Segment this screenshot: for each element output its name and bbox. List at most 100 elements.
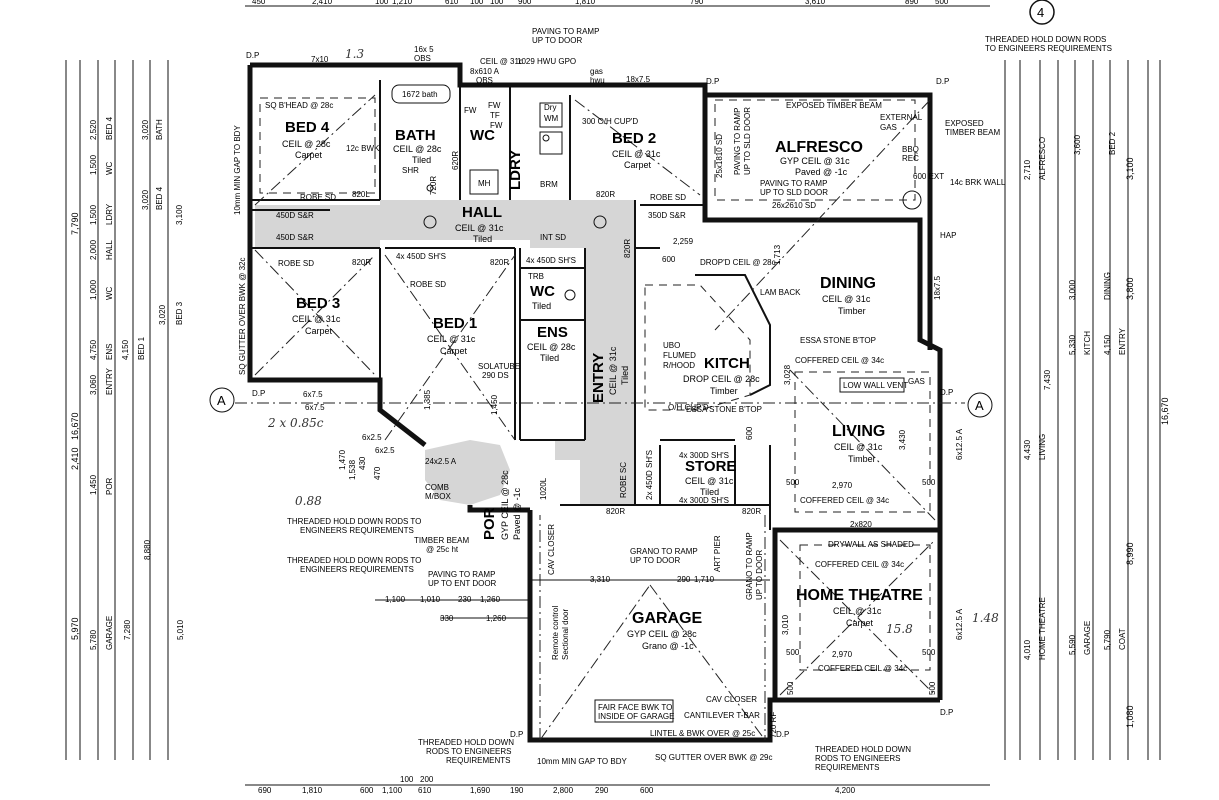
room-ens-name: ENS — [537, 324, 568, 341]
room-ldry-name: LDRY — [507, 150, 524, 190]
dimension-label: HALL — [105, 239, 114, 260]
room-kitch-name: KITCH — [704, 355, 750, 372]
svg-text:COFFERED CEIL @ 34c: COFFERED CEIL @ 34c — [815, 560, 904, 569]
svg-text:2x 450D SH'S: 2x 450D SH'S — [645, 450, 654, 500]
dimension-label: 600 — [640, 786, 654, 795]
dimension-lines — [65, 5, 1161, 786]
svg-text:THREADED HOLD DOWN: THREADED HOLD DOWN — [418, 738, 514, 747]
dimension-label: 4,150 — [121, 339, 130, 360]
room-hall-floor: Tiled — [473, 234, 492, 244]
svg-text:MH: MH — [478, 179, 491, 188]
svg-text:ESSA STONE B'TOP: ESSA STONE B'TOP — [800, 336, 876, 345]
dimension-label: 3,020 — [141, 119, 150, 140]
dimension-label: 5,780 — [89, 629, 98, 650]
svg-text:18x7.5: 18x7.5 — [933, 275, 942, 300]
svg-text:ESSA STONE B'TOP: ESSA STONE B'TOP — [686, 405, 762, 414]
room-store-ceil: CEIL @ 31c — [685, 476, 734, 486]
svg-text:D.P: D.P — [940, 388, 953, 397]
svg-text:820L: 820L — [352, 190, 370, 199]
room-dining-ceil: CEIL @ 31c — [822, 294, 871, 304]
svg-text:4x 450D SH'S: 4x 450D SH'S — [396, 252, 446, 261]
svg-text:TO ENGINEERS REQUIREMENTS: TO ENGINEERS REQUIREMENTS — [985, 44, 1112, 53]
svg-text:D.P: D.P — [776, 730, 789, 739]
dimension-label: 290 — [677, 575, 691, 584]
svg-text:FW: FW — [464, 106, 477, 115]
svg-text:INSIDE OF GARAGE: INSIDE OF GARAGE — [598, 712, 674, 721]
dimension-label: 1,385 — [423, 389, 432, 410]
svg-text:D.P: D.P — [252, 389, 265, 398]
svg-text:HAP: HAP — [940, 231, 956, 240]
svg-text:ROBE SC: ROBE SC — [619, 462, 628, 498]
dimension-label: 7,280 — [123, 619, 132, 640]
dimension-label: 690 — [258, 786, 272, 795]
dimension-label: 1,690 — [470, 786, 491, 795]
svg-text:D.P: D.P — [706, 77, 719, 86]
dimension-label: 500 — [922, 648, 936, 657]
svg-text:CANTILEVER T-BAR: CANTILEVER T-BAR — [684, 711, 760, 720]
section-a-left: A — [217, 393, 226, 408]
dimension-label: 500 — [935, 0, 949, 6]
svg-text:ROBE SD: ROBE SD — [650, 193, 686, 202]
svg-text:10mm MIN GAP TO BDY: 10mm MIN GAP TO BDY — [233, 125, 242, 215]
svg-text:4x 300D SH'S: 4x 300D SH'S — [679, 496, 729, 505]
room-entry-ceil: CEIL @ 31c — [608, 346, 618, 395]
room-store-floor: Tiled — [700, 487, 719, 497]
svg-text:UP TO DOOR: UP TO DOOR — [755, 550, 764, 600]
svg-text:1.3: 1.3 — [345, 47, 364, 61]
room-entry-name: ENTRY — [590, 353, 607, 403]
dimension-label: 2,410 — [312, 0, 333, 6]
ceiling-lines — [254, 94, 936, 741]
svg-text:4x 300D SH'S: 4x 300D SH'S — [679, 451, 729, 460]
dimension-label: 1,100 — [382, 786, 403, 795]
dimension-label: 2,259 — [673, 237, 694, 246]
svg-text:TIMBER BEAM: TIMBER BEAM — [945, 128, 1000, 137]
svg-text:COMB: COMB — [425, 483, 449, 492]
room-por-ceil: GYP CEIL @ 28c — [500, 470, 510, 540]
dimension-label: 500 — [786, 681, 795, 695]
dimension-label: 1,010 — [420, 595, 441, 604]
svg-text:THREADED HOLD DOWN RODS: THREADED HOLD DOWN RODS — [985, 35, 1106, 44]
dimension-label: 1,210 — [392, 0, 413, 6]
room-ens-ceil: CEIL @ 28c — [527, 342, 576, 352]
svg-text:UP TO DOOR: UP TO DOOR — [630, 556, 680, 565]
svg-text:gas: gas — [590, 67, 603, 76]
dimension-label: 1,450 — [89, 474, 98, 495]
svg-text:M/BOX: M/BOX — [425, 492, 451, 501]
dimension-label: BED 4 — [105, 116, 114, 140]
dimension-label: 1,500 — [89, 154, 98, 175]
room-bed2-floor: Carpet — [624, 160, 652, 170]
svg-text:450D S&R: 450D S&R — [276, 233, 314, 242]
room-kitch-floor: Timber — [710, 386, 738, 396]
svg-text:D.P: D.P — [246, 51, 259, 60]
dimension-label: 230 — [458, 595, 472, 604]
dimension-label: 500 — [928, 681, 937, 695]
dimension-label: 790 — [690, 0, 704, 6]
dimensions-interior: 2,2591,7133,0283,4302,9702,9703,0103,310… — [338, 237, 937, 695]
svg-text:FW: FW — [490, 121, 503, 130]
svg-text:REC: REC — [902, 154, 919, 163]
room-bed3-ceil: CEIL @ 31c — [292, 314, 341, 324]
dimension-label: 500 — [922, 478, 936, 487]
svg-text:BRM: BRM — [540, 180, 558, 189]
svg-text:DRYWALL AS SHADED: DRYWALL AS SHADED — [828, 540, 914, 549]
svg-text:720R: 720R — [429, 176, 438, 195]
svg-text:14c BRK WALL: 14c BRK WALL — [950, 178, 1006, 187]
svg-text:FLUMED: FLUMED — [663, 351, 696, 360]
dimension-label: 3,800 — [1125, 277, 1135, 300]
dimension-label: 330 — [440, 614, 454, 623]
svg-text:TIMBER BEAM: TIMBER BEAM — [414, 536, 469, 545]
svg-text:10mm MIN GAP TO BDY: 10mm MIN GAP TO BDY — [537, 757, 627, 766]
dimension-label: DINING — [1103, 272, 1112, 300]
dimension-label: ENS — [105, 344, 114, 360]
dimension-label: 3,020 — [141, 189, 150, 210]
dimension-label: 5,330 — [1068, 334, 1077, 355]
handwritten-notes: 1.3 2 x 0.85c 0.88 1.48 15.8 — [267, 47, 999, 636]
room-wc-top-name: WC — [470, 127, 495, 144]
dimension-label: ALFRESCO — [1038, 137, 1047, 180]
svg-text:OBS: OBS — [476, 76, 493, 85]
dimension-label: 4,150 — [1103, 334, 1112, 355]
dimension-label: 3,020 — [158, 304, 167, 325]
dimension-label: 610 — [418, 786, 432, 795]
